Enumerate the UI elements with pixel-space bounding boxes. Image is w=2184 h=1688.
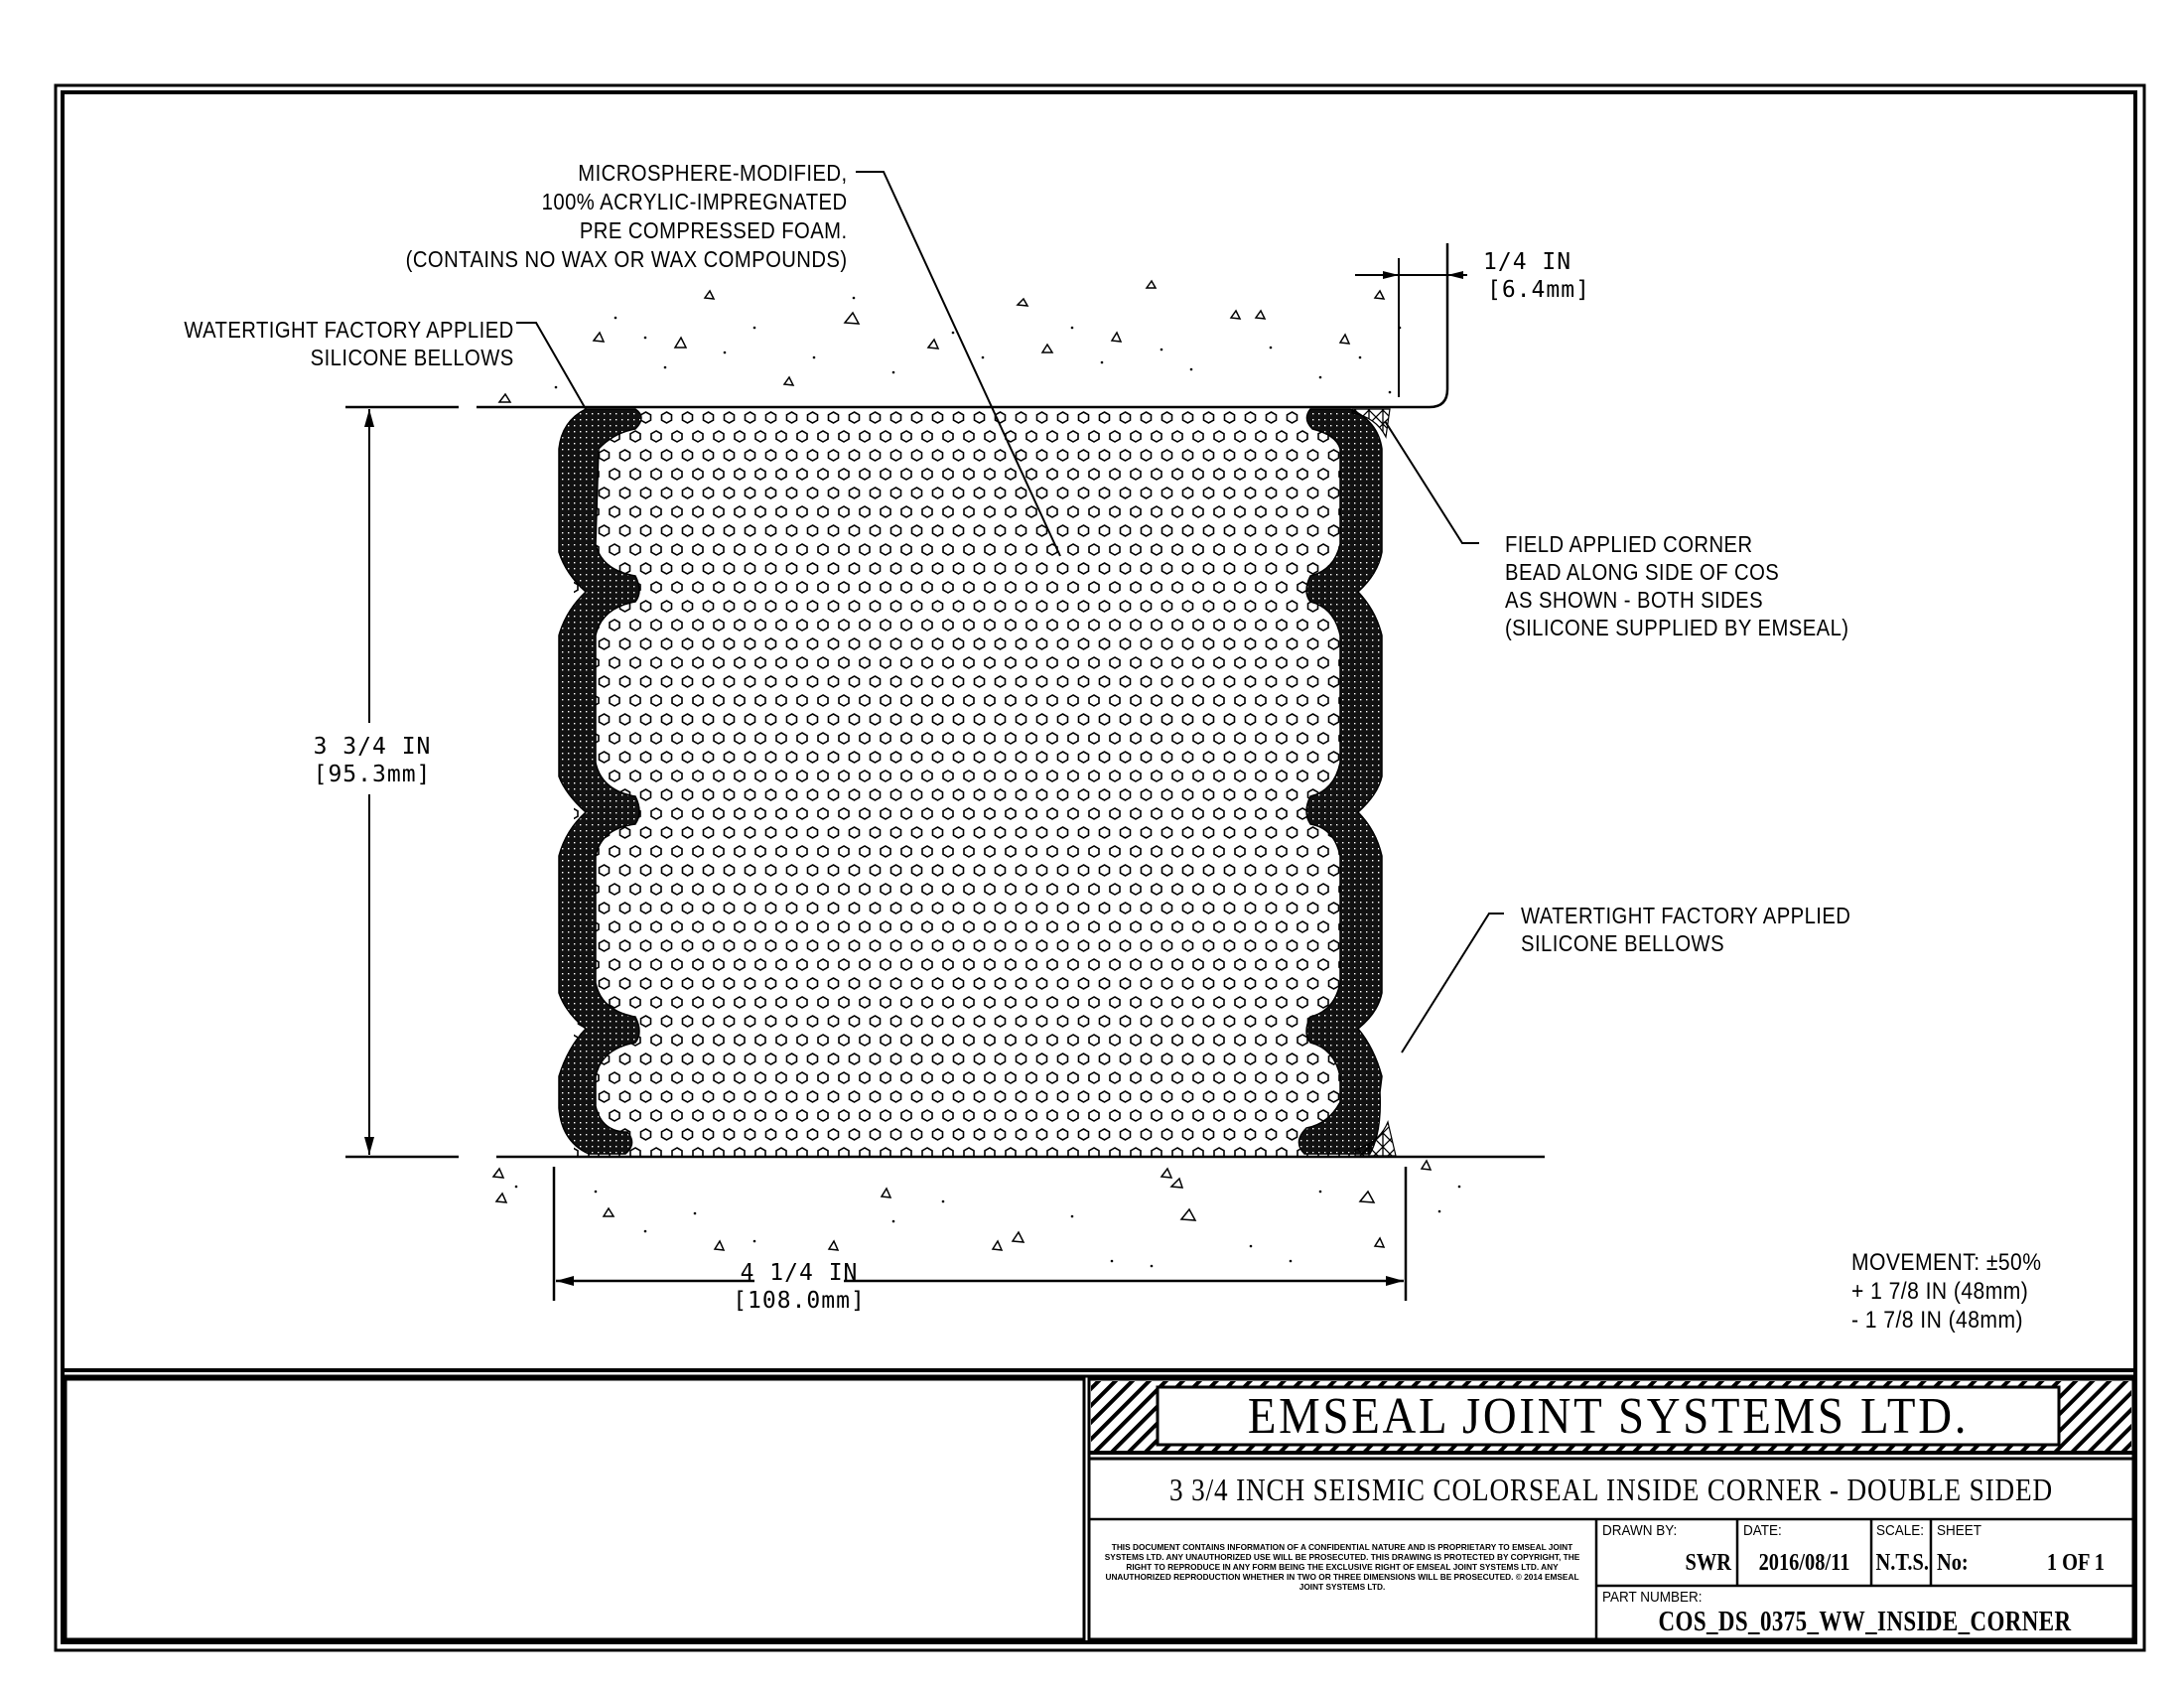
leader-bellows-right [1401, 913, 1504, 1054]
bellows-top-left-callout: WATERTIGHT FACTORY APPLIED SILICONE BELL… [185, 316, 514, 371]
bead-dimension-label: 1/4 IN [6.4mm] [1483, 248, 1590, 304]
concrete-substrate-top [497, 279, 1386, 403]
inner-frame [61, 90, 2137, 1644]
silicone-bellows-right [1297, 408, 1383, 1155]
width-metric: [108.0mm] [733, 1288, 866, 1314]
company-box [1156, 1385, 2061, 1447]
foam-callout-line-1: MICROSPHERE-MODIFIED, [578, 160, 848, 186]
corner-bead-line-3: AS SHOWN - BOTH SIDES [1505, 587, 1764, 613]
leader-bellows-top-left [516, 322, 587, 410]
concrete-dots-bottom [514, 1185, 1461, 1268]
height-dimension-label: 3 3/4 IN [95.3mm] [298, 733, 447, 788]
scale-value: N.T.S. [1875, 1550, 1929, 1576]
part-number-label: PART NUMBER: [1602, 1589, 1703, 1606]
outer-frame [54, 83, 2146, 1652]
movement-minus: - 1 7/8 IN (48mm) [1851, 1307, 2023, 1334]
height-imperial: 3 3/4 IN [313, 734, 432, 760]
scale-label: SCALE: [1876, 1522, 1925, 1539]
drawn-by-label: DRAWN BY: [1602, 1522, 1678, 1539]
title-block-frame [1087, 1377, 2135, 1641]
foam-callout-line-4: (CONTAINS NO WAX OR WAX COMPOUNDS) [406, 246, 848, 272]
foam-core [574, 409, 1358, 1156]
leader-foam [856, 171, 1061, 557]
foam-callout-line-3: PRE COMPRESSED FOAM. [580, 217, 848, 243]
width-imperial: 4 1/4 IN [740, 1260, 859, 1286]
bellows-top-left-line-1: WATERTIGHT FACTORY APPLIED [184, 317, 514, 343]
movement-note: MOVEMENT: ±50% + 1 7/8 IN (48mm) - 1 7/8… [1851, 1248, 2041, 1335]
bead-metric: [6.4mm] [1487, 277, 1590, 303]
bead-imperial: 1/4 IN [1483, 249, 1572, 275]
corner-bead-line-2: BEAD ALONG SIDE OF COS [1505, 559, 1780, 585]
sheet-value: 1 OF 1 [2046, 1550, 2105, 1576]
date-value: 2016/08/11 [1758, 1550, 1850, 1576]
bellows-right-callout: WATERTIGHT FACTORY APPLIED SILICONE BELL… [1521, 902, 1850, 957]
foam-callout: MICROSPHERE-MODIFIED, 100% ACRYLIC-IMPRE… [406, 159, 848, 274]
concrete-substrate-bottom [491, 1159, 1433, 1251]
height-metric: [95.3mm] [313, 762, 432, 787]
leader-corner-bead [1384, 420, 1479, 544]
drawing-title: 3 3/4 INCH SEISMIC COLORSEAL INSIDE CORN… [1169, 1472, 2053, 1507]
corner-bead-callout: FIELD APPLIED CORNER BEAD ALONG SIDE OF … [1505, 530, 1848, 641]
corner-bead-line-4: (SILICONE SUPPLIED BY EMSEAL) [1505, 615, 1849, 640]
bellows-right-line-1: WATERTIGHT FACTORY APPLIED [1521, 903, 1851, 928]
notes-box [64, 1377, 1086, 1641]
part-number-value: COS_DS_0375_WW_INSIDE_CORNER [1658, 1607, 2072, 1637]
foam-callout-line-2: 100% ACRYLIC-IMPREGNATED [542, 189, 848, 214]
width-dimension-label: 4 1/4 IN [108.0mm] [715, 1259, 884, 1315]
silicone-bellows-left [558, 408, 642, 1155]
drawn-by-value: SWR [1685, 1550, 1731, 1576]
movement-plus: + 1 7/8 IN (48mm) [1851, 1278, 2029, 1305]
company-name: EMSEAL JOINT SYSTEMS LTD. [1247, 1388, 1970, 1445]
date-label: DATE: [1743, 1522, 1782, 1539]
sheet-label: SHEET [1937, 1522, 1982, 1539]
corner-bead-line-1: FIELD APPLIED CORNER [1505, 531, 1753, 557]
sheet-no-label: No: [1937, 1550, 1969, 1576]
movement-title: MOVEMENT: ±50% [1851, 1249, 2042, 1276]
corner-bead-bottom-right [1354, 1120, 1397, 1157]
concrete-dots-top [554, 296, 1402, 394]
bellows-top-left-line-2: SILICONE BELLOWS [310, 345, 514, 370]
bellows-right-line-2: SILICONE BELLOWS [1521, 930, 1725, 956]
corner-bead-top-right [1351, 408, 1391, 439]
confidentiality-disclaimer: THIS DOCUMENT CONTAINS INFORMATION OF A … [1104, 1542, 1580, 1592]
